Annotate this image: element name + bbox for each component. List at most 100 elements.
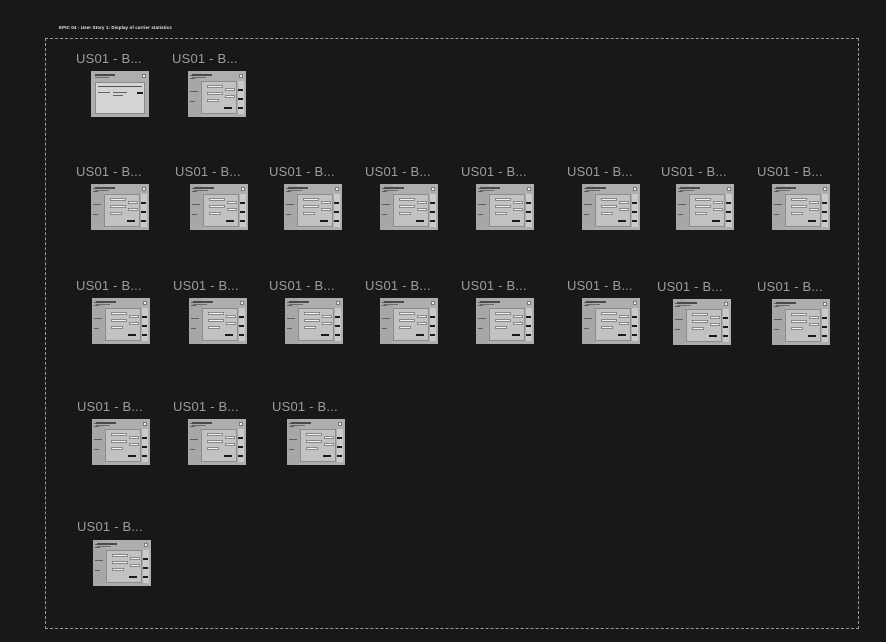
frame-thumbnail[interactable]: [673, 299, 731, 345]
frame-subheader: [95, 190, 109, 191]
frame-thumbnail[interactable]: [380, 298, 438, 344]
frame-header: [193, 301, 213, 303]
form-field: [791, 320, 807, 323]
frame-label[interactable]: US01 - B...: [567, 278, 633, 293]
side-button: [238, 437, 243, 439]
frame-label[interactable]: US01 - B...: [172, 51, 238, 66]
frame-action-column: [335, 308, 341, 341]
form-field: [601, 212, 613, 215]
frame-thumbnail[interactable]: [676, 184, 734, 230]
frame-label[interactable]: US01 - B...: [175, 164, 241, 179]
form-field: [321, 208, 331, 211]
frame-thumbnail[interactable]: [772, 299, 830, 345]
frame-subheader: [192, 77, 206, 78]
close-icon: [727, 187, 731, 191]
close-icon: [144, 543, 148, 547]
side-button: [430, 325, 435, 327]
close-icon: [431, 301, 435, 305]
frame-header: [384, 301, 404, 303]
side-button: [141, 211, 146, 213]
form-field: [112, 568, 124, 571]
frame-header: [384, 187, 404, 189]
form-field: [208, 326, 220, 329]
frame-label[interactable]: US01 - B...: [461, 278, 527, 293]
form-field: [399, 212, 411, 215]
form-button: [224, 107, 232, 109]
frame-label[interactable]: US01 - B...: [76, 278, 142, 293]
frame-thumbnail[interactable]: [92, 298, 150, 344]
frame-label[interactable]: US01 - B...: [365, 278, 431, 293]
side-button: [526, 211, 531, 213]
frame-label[interactable]: US01 - B...: [661, 164, 727, 179]
form-field: [619, 315, 629, 318]
frame-thumbnail[interactable]: [93, 540, 151, 586]
frame-label[interactable]: US01 - B...: [272, 399, 338, 414]
frame-label[interactable]: US01 - B...: [269, 278, 335, 293]
form-field: [692, 320, 708, 323]
frame-header: [776, 187, 796, 189]
frame-label[interactable]: US01 - B...: [77, 399, 143, 414]
frame-label[interactable]: US01 - B...: [173, 278, 239, 293]
frame-card: [95, 82, 145, 114]
side-button: [430, 220, 435, 222]
frame-label[interactable]: US01 - B...: [76, 164, 142, 179]
frame-thumbnail[interactable]: [476, 298, 534, 344]
form-field: [495, 198, 511, 201]
side-button: [632, 325, 637, 327]
form-field: [303, 198, 319, 201]
form-field: [322, 315, 332, 318]
frame-subheader: [193, 304, 207, 305]
frame-subheader: [95, 77, 109, 78]
frame-thumbnail[interactable]: [92, 419, 150, 465]
side-button: [335, 325, 340, 327]
frame-label[interactable]: US01 - B...: [77, 519, 143, 534]
frame-thumbnail[interactable]: [91, 71, 149, 117]
frame-subheader: [384, 190, 398, 191]
frame-label[interactable]: US01 - B...: [173, 399, 239, 414]
frame-label[interactable]: US01 - B...: [757, 164, 823, 179]
side-button: [822, 211, 827, 213]
frame-thumbnail[interactable]: [582, 298, 640, 344]
frame-action-column: [430, 308, 436, 341]
frame-header: [677, 302, 697, 304]
close-icon: [240, 301, 244, 305]
frame-label[interactable]: US01 - B...: [76, 51, 142, 66]
frame-label[interactable]: US01 - B...: [461, 164, 527, 179]
frame-thumbnail[interactable]: [189, 298, 247, 344]
frame-thumbnail[interactable]: [284, 184, 342, 230]
frame-thumbnail[interactable]: [188, 71, 246, 117]
frame-header: [95, 187, 115, 189]
form-field: [110, 205, 126, 208]
frame-label[interactable]: US01 - B...: [567, 164, 633, 179]
frame-thumbnail[interactable]: [772, 184, 830, 230]
frame-thumbnail[interactable]: [285, 298, 343, 344]
frame-thumbnail[interactable]: [582, 184, 640, 230]
form-field: [304, 319, 320, 322]
frame-thumbnail[interactable]: [91, 184, 149, 230]
frame-thumbnail[interactable]: [188, 419, 246, 465]
frame-label[interactable]: US01 - B...: [365, 164, 431, 179]
side-button: [240, 202, 245, 204]
side-button: [632, 334, 637, 336]
frame-label[interactable]: US01 - B...: [657, 279, 723, 294]
form-button: [128, 334, 136, 336]
side-button: [632, 211, 637, 213]
close-icon: [142, 187, 146, 191]
form-field: [111, 447, 123, 450]
frame-thumbnail[interactable]: [287, 419, 345, 465]
frame-header: [586, 301, 606, 303]
frame-label[interactable]: US01 - B...: [269, 164, 335, 179]
form-field: [112, 554, 128, 557]
side-button: [334, 220, 339, 222]
frame-action-column: [142, 308, 148, 341]
frame-label[interactable]: US01 - B...: [757, 279, 823, 294]
side-button: [526, 202, 531, 204]
form-field: [129, 315, 139, 318]
frame-action-column: [240, 194, 246, 227]
form-field: [207, 447, 219, 450]
frame-thumbnail[interactable]: [190, 184, 248, 230]
section-title[interactable]: EPIC 04 - User Story 1: Display of carri…: [59, 25, 172, 30]
frame-thumbnail[interactable]: [476, 184, 534, 230]
frame-thumbnail[interactable]: [380, 184, 438, 230]
section-frame[interactable]: [45, 38, 859, 629]
